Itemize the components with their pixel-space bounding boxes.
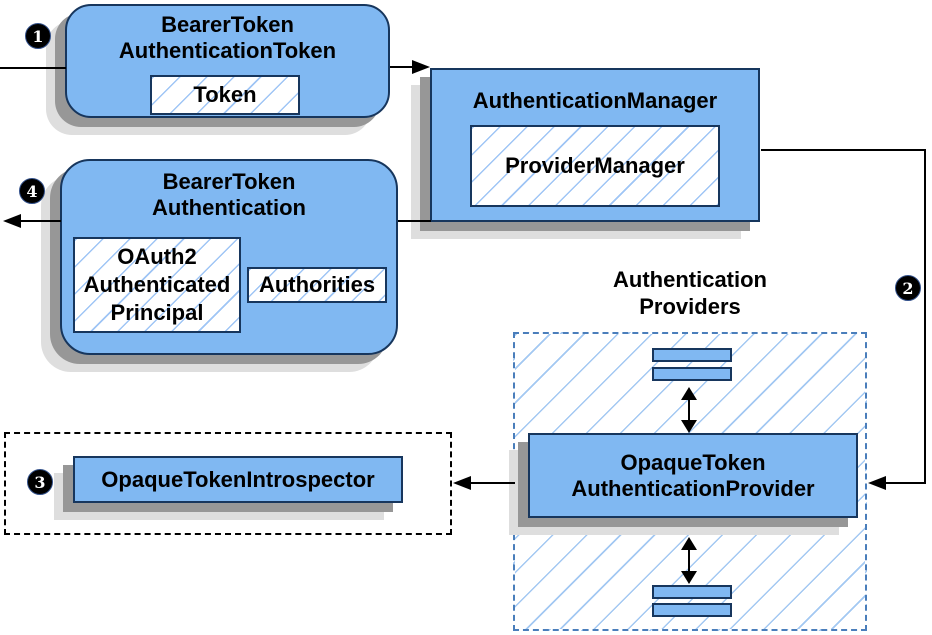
token-label: Token xyxy=(193,82,257,107)
opaque-token-authentication-provider-label: OpaqueToken AuthenticationProvider xyxy=(571,450,814,502)
step-1-badge: 1 xyxy=(25,23,51,49)
provider-stub-rect xyxy=(652,367,732,381)
arrow-left-icon xyxy=(3,214,21,228)
oauth2-authenticated-principal-box: OAuth2 Authenticated Principal xyxy=(73,237,241,333)
step-2-badge: 2 xyxy=(895,275,921,301)
label-line: Authentication xyxy=(613,267,767,292)
flow-line-step2-vertical xyxy=(924,149,926,484)
title-line: Authentication xyxy=(152,195,306,220)
title-line: BearerToken xyxy=(161,12,294,37)
opaque-token-introspector-box: OpaqueTokenIntrospector xyxy=(73,456,403,503)
token-box: Token xyxy=(150,75,300,115)
title-line: BearerToken xyxy=(162,169,296,194)
provider-stub-rect xyxy=(652,348,732,362)
bearer-token-authentication-token-title: BearerToken AuthenticationToken xyxy=(67,12,388,64)
flow-line-step2-horizontal xyxy=(761,149,926,151)
authorities-box: Authorities xyxy=(247,267,387,303)
label-line: Principal xyxy=(110,300,204,325)
label-line: OpaqueToken xyxy=(620,449,766,475)
double-arrow-down-icon xyxy=(681,420,697,433)
label-line: Authenticated xyxy=(83,272,231,297)
label-line: AuthenticationProvider xyxy=(571,475,815,501)
double-arrow-line xyxy=(688,548,690,572)
provider-stub-rect xyxy=(652,585,732,599)
arrow-left-icon xyxy=(453,476,471,490)
arrow-right-icon xyxy=(412,60,430,74)
label-line: Providers xyxy=(639,294,741,319)
provider-stub-rect xyxy=(652,603,732,617)
double-arrow-down-icon xyxy=(681,571,697,584)
flow-line-step4-right xyxy=(398,220,431,222)
step-4-badge: 4 xyxy=(19,178,45,204)
opaque-token-introspector-label: OpaqueTokenIntrospector xyxy=(101,466,375,492)
oauth2-authenticated-principal-label: OAuth2 Authenticated Principal xyxy=(84,243,231,327)
arrow-left-icon xyxy=(868,476,886,490)
double-arrow-up-icon xyxy=(681,387,697,400)
authorities-label: Authorities xyxy=(258,272,376,297)
label-line: OAuth2 xyxy=(117,244,197,269)
bearer-token-authentication-title: BearerToken Authentication xyxy=(62,169,396,221)
double-arrow-line xyxy=(688,398,690,423)
flow-line-token-to-manager xyxy=(390,66,414,68)
step-3-badge: 3 xyxy=(27,469,53,495)
title-line: AuthenticationToken xyxy=(118,38,337,63)
flow-line-step4-left xyxy=(20,220,61,222)
authentication-manager-title: AuthenticationManager xyxy=(472,88,718,113)
provider-manager-box: ProviderManager xyxy=(470,125,720,207)
provider-manager-label: ProviderManager xyxy=(505,153,685,178)
opaque-token-authentication-provider-box: OpaqueToken AuthenticationProvider xyxy=(528,433,858,518)
flow-line-step3 xyxy=(471,482,515,484)
double-arrow-up-icon xyxy=(681,537,697,550)
flow-line-step2-into-provider xyxy=(886,482,926,484)
authentication-providers-label: Authentication Providers xyxy=(565,266,815,320)
flow-line-request xyxy=(0,67,66,69)
